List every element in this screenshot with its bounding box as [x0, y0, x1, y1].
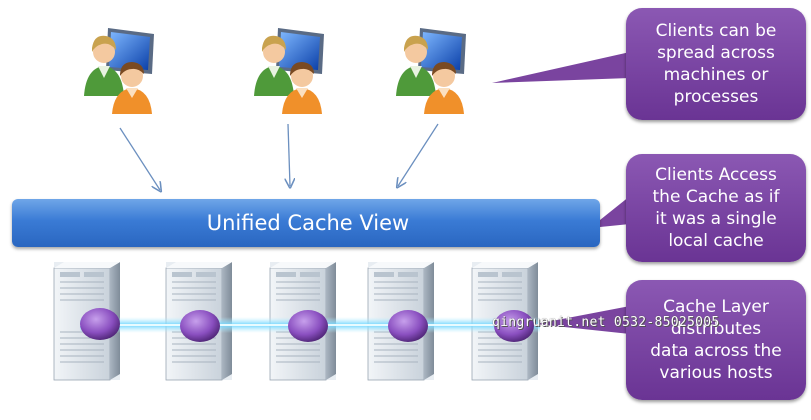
- callout-2-text: Clients Access the Cache as if it was a …: [652, 165, 780, 251]
- cache-node-4: [388, 310, 428, 342]
- client-icon-1: [84, 28, 154, 114]
- client-icon-2: [254, 28, 324, 114]
- client-icon-3: [396, 28, 466, 114]
- callout-clients-spread: Clients can be spread across machines or…: [626, 8, 806, 120]
- cache-node-1: [80, 308, 120, 340]
- callout-cache-layer: Cache Layer distributes data across the …: [626, 280, 806, 400]
- cache-node-2: [180, 310, 220, 342]
- client-arrows: [119, 123, 439, 190]
- cache-node-5: [494, 310, 534, 342]
- cache-node-3: [288, 310, 328, 342]
- callout-pointer-3: [536, 306, 630, 334]
- callout-3-text: Cache Layer distributes data across the …: [650, 297, 782, 383]
- callout-pointer-1: [492, 52, 630, 83]
- cache-nodes: [80, 308, 534, 342]
- callout-local-cache: Clients Access the Cache as if it was a …: [626, 154, 806, 262]
- watermark: qingruanit.net 0532-85025005: [492, 315, 720, 330]
- callout-pointer-2: [590, 196, 630, 228]
- callout-1-text: Clients can be spread across machines or…: [655, 21, 777, 107]
- cache-bar-label: Unified Cache View: [206, 211, 410, 235]
- unified-cache-view-bar: Unified Cache View: [12, 199, 600, 247]
